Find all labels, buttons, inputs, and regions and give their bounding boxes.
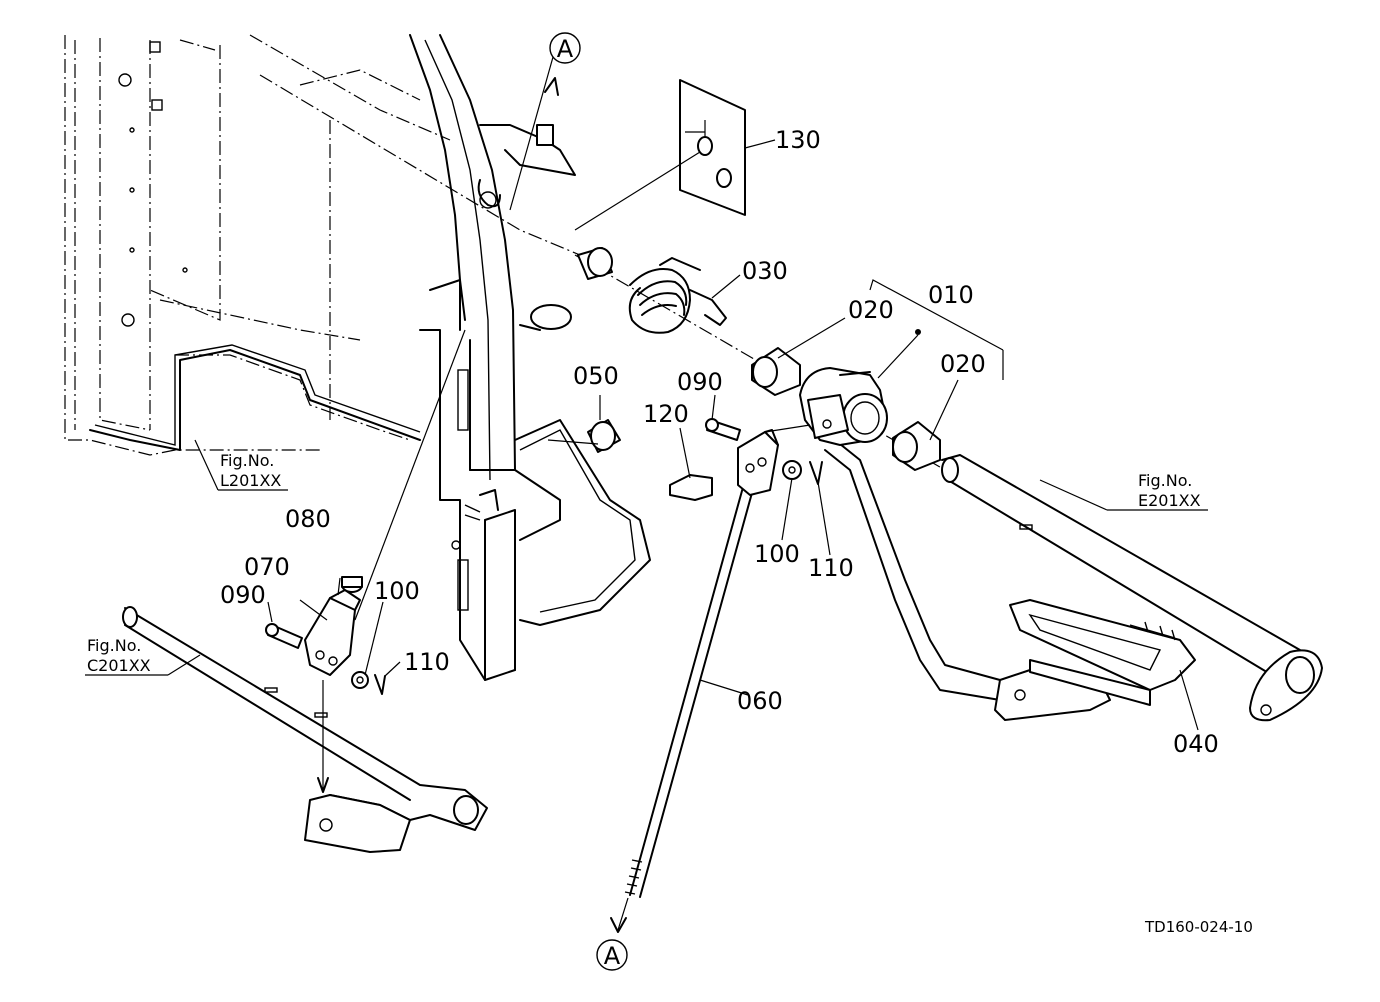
fig-ref-c201-heading: Fig.No. [87,636,141,655]
brake-pedal-assembly [799,329,1196,721]
spacer-plate [679,79,746,216]
marker-a-top-label: A [557,35,574,63]
callout-090-left: 090 [220,581,266,609]
figure-references: Fig.No. L201XX Fig.No. C201XX Fig.No. E2… [87,451,1201,675]
callout-020-right: 020 [940,350,986,378]
callout-130: 130 [775,126,821,154]
callout-010: 010 [928,281,974,309]
callout-030: 030 [742,257,788,285]
callout-090-right: 090 [677,368,723,396]
callout-040: 040 [1173,730,1219,758]
callout-020-left: 020 [848,296,894,324]
fig-ref-l201-heading: Fig.No. [220,451,274,470]
callout-100-left: 100 [374,577,420,605]
callout-060: 060 [737,687,783,715]
fig-ref-c201-code: C201XX [87,656,151,675]
pivot-axis-parts [574,247,1323,722]
fig-ref-e201-heading: Fig.No. [1138,471,1192,490]
callout-050: 050 [573,362,619,390]
yoke-assembly-left [265,329,466,793]
frame-panel-outline [64,34,581,456]
marker-a-bottom-label: A [604,942,621,970]
callout-100-right: 100 [754,540,800,568]
fig-ref-l201-code: L201XX [220,471,281,490]
leader-lines [85,56,1208,731]
floor-panel [89,344,421,451]
callout-070: 070 [244,553,290,581]
fig-ref-e201-code: E201XX [1138,491,1201,510]
callout-120: 120 [643,400,689,428]
callout-080: 080 [285,505,331,533]
reference-marker-a-top: A [549,32,581,64]
part-callouts: 130 030 010 020 020 050 090 120 100 110 … [220,126,1219,758]
brake-rod-assembly-left [122,606,488,853]
reference-marker-a-bottom: A [596,939,628,971]
drawing-code: TD160-024-10 [1144,918,1253,936]
callout-110-left: 110 [404,648,450,676]
pedal-support-column [409,34,651,681]
brake-rod-assembly-right [610,418,823,933]
callout-110-right: 110 [808,554,854,582]
